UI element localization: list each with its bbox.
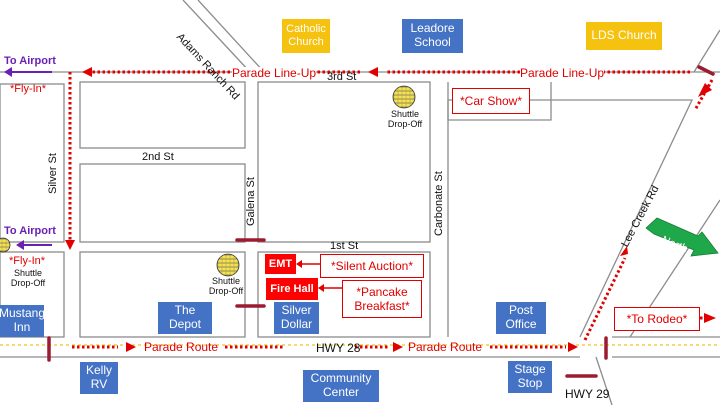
fly-in-bottom: *Fly-In*	[9, 255, 46, 267]
silver-st-label: Silver St	[47, 153, 59, 194]
to-airport-top: To Airport	[4, 55, 56, 67]
post-office: Post Office	[496, 302, 546, 334]
airport-arrows	[4, 67, 52, 250]
leadore-school: Leadore School	[402, 19, 463, 53]
galena-st-label: Galena St	[245, 177, 257, 226]
shuttle-left-label: Shuttle Drop-Off	[10, 268, 46, 289]
second-st-label: 2nd St	[142, 151, 174, 163]
shuttle-middle-label: Shuttle Drop-Off	[208, 276, 244, 297]
silver-dollar: Silver Dollar	[274, 302, 319, 334]
pancake-breakfast: *Pancake Breakfast*	[342, 280, 422, 318]
shuttle-left-icon	[0, 237, 11, 253]
to-airport-bottom: To Airport	[4, 225, 56, 237]
adams-ranch-road	[182, 0, 265, 73]
shuttle-middle-icon	[216, 253, 240, 277]
parade-arrowheads	[65, 67, 716, 352]
parade-route-right: Parade Route	[408, 340, 483, 354]
parade-line-up-left: Parade Line-Up	[232, 66, 317, 80]
fire-hall-box: Fire Hall	[266, 278, 318, 300]
lds-church: LDS Church	[586, 22, 662, 50]
hwy-29-label: HWY 29	[565, 387, 610, 401]
kelly-rv: Kelly RV	[80, 362, 118, 394]
carbonate-st-label: Carbonate St	[433, 171, 445, 236]
community-center: Community Center	[303, 370, 379, 402]
to-rodeo: *To Rodeo*	[614, 307, 700, 331]
silent-auction: *Silent Auction*	[320, 254, 424, 278]
catholic-church: Catholic Church	[282, 19, 330, 53]
emt-box: EMT	[265, 254, 296, 274]
shuttle-top-label: Shuttle Drop-Off	[387, 109, 423, 130]
mustang-inn: Mustang Inn	[0, 305, 45, 337]
fly-in-top: *Fly-In*	[10, 83, 47, 95]
lee-creek-upper-route	[693, 79, 714, 111]
third-st-label: 3rd St	[327, 71, 357, 83]
stage-stop: Stage Stop	[508, 361, 552, 393]
first-st-label: 1st St	[330, 240, 359, 252]
road-barriers	[47, 65, 715, 378]
car-show: *Car Show*	[452, 88, 530, 114]
the-depot: The Depot	[158, 302, 212, 334]
parade-line-up-right: Parade Line-Up	[520, 66, 605, 80]
hwy-28-label: HWY 28	[316, 341, 361, 355]
north-arrow-icon	[645, 217, 719, 257]
parade-route-left: Parade Route	[144, 340, 219, 354]
shuttle-top-icon	[392, 85, 416, 109]
